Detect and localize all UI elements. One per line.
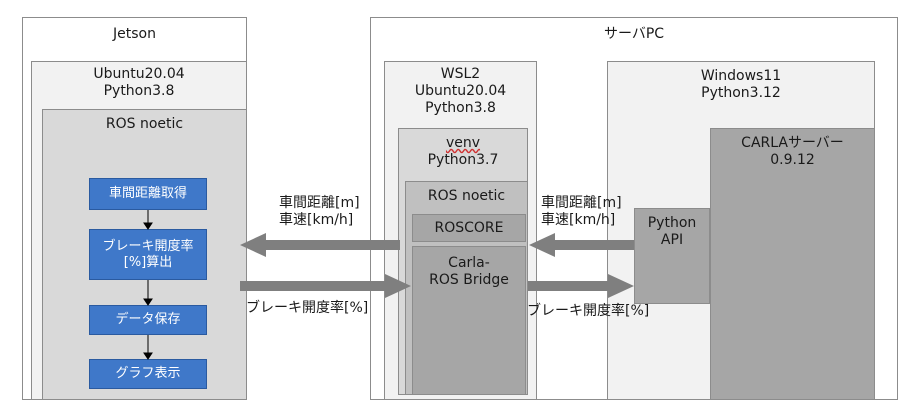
flow-connector-3-head — [143, 352, 153, 360]
server-title: サーバPC — [603, 26, 665, 42]
flow-step-brake-calc-label-1: ブレーキ開度率 — [102, 238, 194, 254]
windows-version: Windows11 — [700, 68, 782, 84]
flow-connector-2-head — [143, 298, 153, 306]
roscore-box: ROSCORE — [412, 214, 526, 242]
python-api-box: Python API — [634, 208, 710, 304]
jetson-title: Jetson — [113, 26, 156, 42]
flow-step-save-label: データ保存 — [115, 312, 181, 327]
wsl-label: WSL2 Ubuntu20.04 Python3.8 — [385, 66, 536, 117]
bridge-box: Carla- ROS Bridge — [412, 246, 526, 395]
jetson-python-version: Python3.8 — [103, 83, 175, 99]
windows-label: Windows11 Python3.12 — [608, 68, 874, 102]
venv-label: venv Python3.7 — [399, 135, 527, 169]
wsl-name: WSL2 — [440, 66, 481, 82]
server-ros-label: ROS noetic — [427, 188, 506, 204]
label-left-top-speed: 車速[km/h] — [279, 212, 354, 228]
flow-step-brake-calc-label-2: [%]算出 — [123, 254, 173, 270]
carla-server-version: 0.9.12 — [770, 152, 815, 168]
label-left-bottom-brake: ブレーキ開度率[%] — [246, 300, 369, 316]
venv-name: venv — [445, 135, 481, 151]
label-right-top: 車間距離[m] 車速[km/h] — [541, 195, 622, 229]
jetson-ubuntu-label: Ubuntu20.04 Python3.8 — [32, 66, 246, 100]
bridge-label: Carla- ROS Bridge — [413, 255, 525, 289]
flow-step-distance: 車間距離取得 — [89, 178, 207, 210]
label-right-bottom-brake: ブレーキ開度率[%] — [527, 303, 650, 319]
python-api-label-1: Python — [647, 215, 697, 231]
roscore-label: ROSCORE — [434, 220, 504, 236]
flow-step-graph-label: グラフ表示 — [115, 366, 181, 381]
label-right-bottom: ブレーキ開度率[%] — [527, 303, 649, 320]
flow-step-graph: グラフ表示 — [89, 359, 207, 389]
arrow-to-bridge — [240, 274, 411, 298]
label-right-top-speed: 車速[km/h] — [541, 212, 616, 228]
label-right-top-distance: 車間距離[m] — [541, 195, 622, 211]
carla-server-box: CARLAサーバー 0.9.12 — [710, 128, 875, 400]
jetson-ros-label: ROS noetic — [105, 116, 184, 132]
label-left-bottom: ブレーキ開度率[%] — [246, 300, 368, 317]
label-left-top-distance: 車間距離[m] — [279, 195, 360, 211]
arrow-to-python-api — [528, 274, 634, 298]
arrow-to-jetson — [240, 233, 400, 257]
flow-connector-1-head — [143, 222, 153, 230]
python-api-label: Python API — [635, 215, 709, 249]
bridge-label-2: ROS Bridge — [429, 272, 509, 288]
arrow-to-ros — [529, 233, 634, 257]
python-api-label-2: API — [660, 232, 684, 248]
flow-step-distance-label: 車間距離取得 — [108, 186, 187, 201]
carla-server-name: CARLAサーバー — [741, 135, 844, 151]
wsl-ubuntu-version: Ubuntu20.04 — [414, 83, 507, 99]
carla-server-label: CARLAサーバー 0.9.12 — [711, 135, 874, 169]
label-left-top: 車間距離[m] 車速[km/h] — [279, 195, 360, 229]
wsl-python-version: Python3.8 — [425, 100, 496, 116]
flow-connectors — [143, 210, 153, 360]
venv-python-version: Python3.7 — [427, 152, 499, 168]
jetson-ubuntu-version: Ubuntu20.04 — [93, 66, 185, 82]
windows-python-version: Python3.12 — [701, 85, 781, 101]
bridge-label-1: Carla- — [448, 255, 490, 271]
